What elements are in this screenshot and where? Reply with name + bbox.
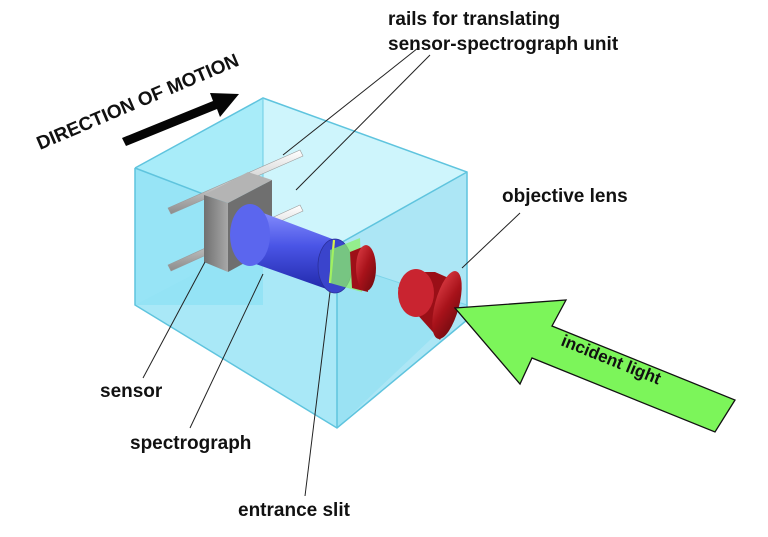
housing-top-face [135,98,467,245]
objective-lens [398,269,462,340]
rails-label-line1: rails for translating [388,9,560,30]
entrance-slit-label: entrance slit [238,500,351,521]
callout-lines [142,47,521,497]
sensor-label: sensor [100,381,163,402]
rails-label-line2: sensor-spectrograph unit [388,34,619,55]
direction-arrow [122,93,239,146]
inner-lens [350,245,376,292]
spectrograph-label: spectrograph [130,433,251,454]
incident-light-arrow: incident light [453,299,736,433]
objective-lens-label: objective lens [502,186,628,207]
